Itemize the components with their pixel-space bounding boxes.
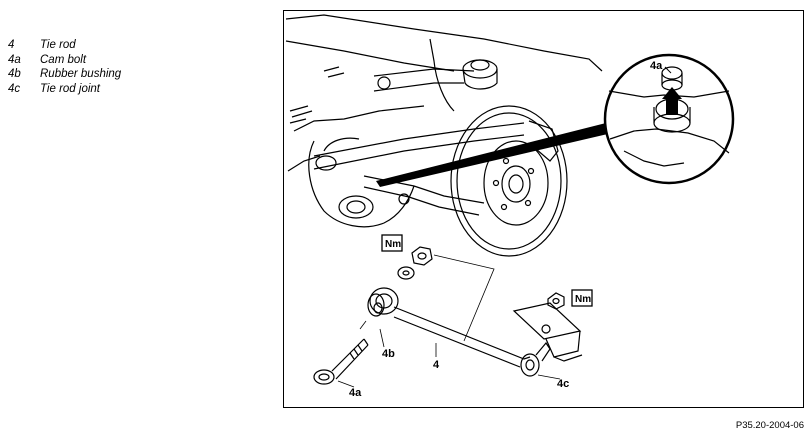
detail-callout-4a: 4a [650, 60, 663, 72]
callout-4b: 4b [382, 348, 395, 360]
legend-row: 4a Cam bolt [8, 53, 121, 68]
detail-pointer [376, 123, 612, 187]
suspension-diagram: 4a Nm Nm [283, 10, 804, 408]
legend-row: 4c Tie rod joint [8, 82, 121, 97]
rotation-arrow-icon [662, 87, 682, 115]
legend-key: 4b [8, 68, 21, 80]
legend-text: Cam bolt [40, 53, 87, 66]
torque-symbol-left: Nm [381, 234, 403, 252]
parts-legend: 4 Tie rod 4a Cam bolt 4b Rubber bushing … [8, 38, 121, 96]
figure-reference: P35.20-2004-06 [735, 420, 804, 431]
detail-view: 4a [603, 53, 735, 185]
legend-row: 4 Tie rod [8, 38, 121, 53]
torque-symbol-right: Nm [571, 289, 593, 307]
legend-row: 4b Rubber bushing [8, 67, 121, 82]
callout-4: 4 [433, 359, 440, 371]
callout-4c: 4c [557, 378, 569, 390]
callout-4a: 4a [349, 387, 362, 399]
legend-key: 4 [8, 39, 15, 51]
legend-text: Rubber bushing [40, 68, 122, 80]
rear-axle-assembly [285, 14, 603, 257]
torque-label: Nm [575, 294, 591, 305]
legend-text: Tie rod [40, 39, 76, 51]
torque-label: Nm [385, 239, 401, 250]
legend-key: 4c [8, 82, 21, 95]
legend-key: 4a [8, 53, 21, 66]
diagram-drawing: 4a Nm Nm [285, 14, 735, 399]
tie-rod-exploded [313, 246, 583, 388]
legend-text: Tie rod joint [40, 82, 100, 95]
